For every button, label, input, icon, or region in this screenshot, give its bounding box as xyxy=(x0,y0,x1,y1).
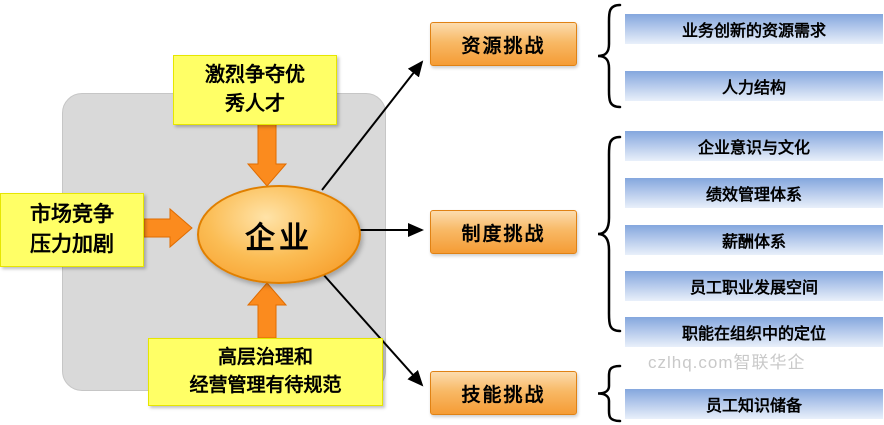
pressure-governance-line1: 高层治理和 xyxy=(217,347,313,369)
brace-system xyxy=(597,135,622,333)
pressure-market-line1: 市场竞争 xyxy=(30,202,114,226)
challenge-skill-label: 技能挑战 xyxy=(461,384,546,406)
challenge-box-system: 制度挑战 xyxy=(430,210,577,254)
item-bar-system-1: 企业意识与文化 xyxy=(625,131,883,161)
challenge-resource-label: 资源挑战 xyxy=(461,35,546,57)
pressure-governance-line2: 经营管理有待规范 xyxy=(189,375,342,396)
pressure-talent-line2: 秀人才 xyxy=(225,93,285,115)
item-bar-skill-1: 员工知识储备 xyxy=(625,389,883,419)
pressure-box-talent: 激烈争夺优 秀人才 xyxy=(173,55,337,125)
item-bar-system-2: 绩效管理体系 xyxy=(625,178,883,208)
pressure-market-line2: 压力加剧 xyxy=(30,233,114,256)
challenge-box-skill: 技能挑战 xyxy=(430,371,577,415)
item-bar-system-5: 职能在组织中的定位 xyxy=(625,317,883,347)
item-bar-system-3: 薪酬体系 xyxy=(625,225,883,255)
brace-skill xyxy=(597,364,622,423)
item-bar-system-4: 员工职业发展空间 xyxy=(625,271,883,301)
pressure-box-market: 市场竞争 压力加剧 xyxy=(0,193,144,267)
pressure-talent-line1: 激烈争夺优 xyxy=(205,64,305,86)
enterprise-ellipse: 企业 xyxy=(197,185,361,284)
pressure-box-governance: 高层治理和 经营管理有待规范 xyxy=(148,338,383,406)
watermark-text: czlhq.com智联华企 xyxy=(648,353,806,372)
challenge-box-resource: 资源挑战 xyxy=(430,22,577,66)
challenge-system-label: 制度挑战 xyxy=(461,223,546,245)
enterprise-label: 企业 xyxy=(245,221,313,255)
item-bar-resource-2: 人力结构 xyxy=(625,71,883,101)
item-bar-resource-1: 业务创新的资源需求 xyxy=(625,14,883,44)
brace-resource xyxy=(597,3,622,109)
